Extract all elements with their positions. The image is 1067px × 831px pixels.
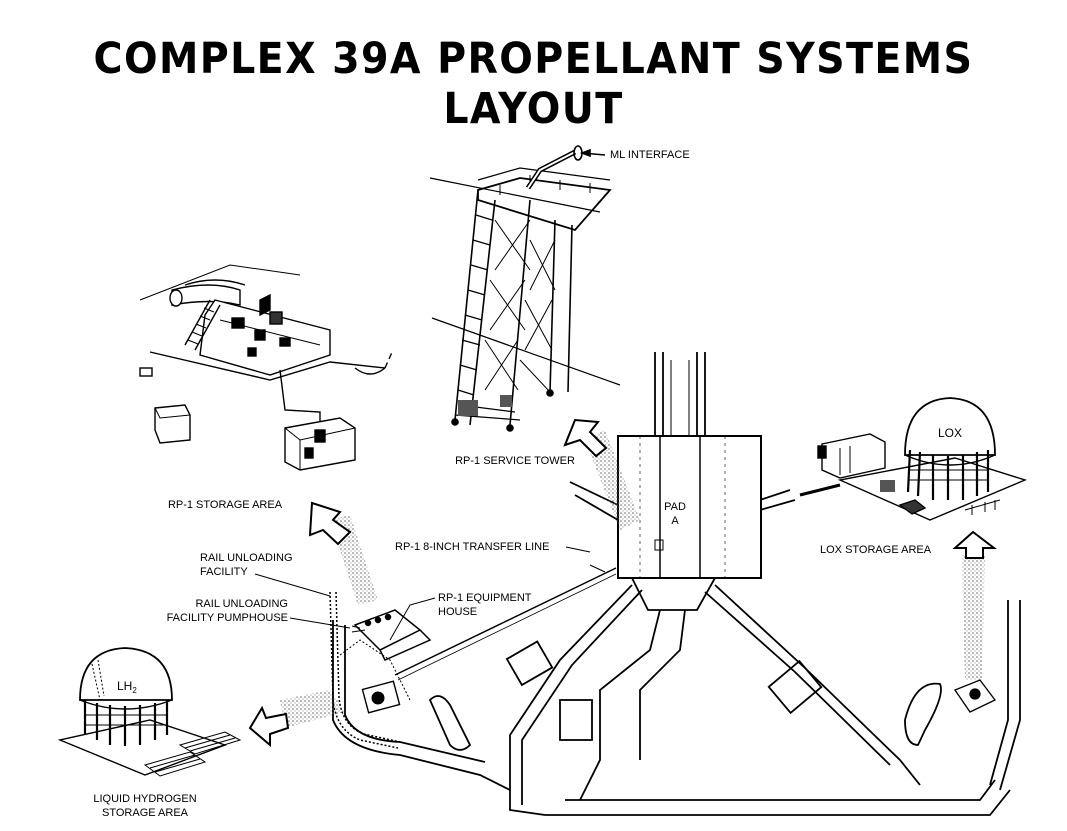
rp1-equipment-house bbox=[351, 609, 432, 661]
service-tower-label: RP-1 SERVICE TOWER bbox=[455, 455, 575, 467]
rp1-storage-area bbox=[139, 264, 394, 471]
beam-lh2 bbox=[280, 690, 345, 728]
equipment-house-line2: HOUSE bbox=[438, 606, 478, 618]
arrow-lox bbox=[952, 530, 997, 559]
rp1-service-tower bbox=[429, 145, 621, 432]
pumphouse-line2: FACILITY PUMPHOUSE bbox=[166, 612, 288, 624]
rail-unloading-line1: RAIL UNLOADING bbox=[200, 552, 293, 564]
equipment-house-line1: RP-1 EQUIPMENT bbox=[438, 592, 532, 604]
arrow-rp1-storage bbox=[308, 501, 352, 546]
rp1-storage-label: RP-1 STORAGE AREA bbox=[167, 499, 283, 511]
rp1-transfer-line bbox=[394, 564, 617, 681]
pumphouse-line1: RAIL UNLOADING bbox=[195, 598, 288, 610]
pad-label-line2: A bbox=[671, 515, 679, 527]
lh2-tank-text: LH bbox=[117, 679, 132, 693]
arrow-lh2 bbox=[248, 705, 290, 748]
pad-a bbox=[617, 435, 762, 579]
rail-unloading-line2: FACILITY bbox=[200, 566, 248, 578]
arrow-service-tower bbox=[563, 418, 608, 458]
page-title: COMPLEX 39A PROPELLANT SYSTEMS LAYOUT bbox=[93, 34, 974, 134]
ml-interface-label: ML INTERFACE bbox=[610, 149, 690, 161]
lox-tank-label: LOX bbox=[938, 426, 962, 440]
lox-storage-area bbox=[817, 397, 1028, 521]
lh2-storage-line2: STORAGE AREA bbox=[102, 807, 188, 819]
beam-lox bbox=[962, 555, 985, 680]
leader-lines bbox=[254, 546, 591, 641]
rail-unloading-label: RAIL UNLOADING FACILITY bbox=[200, 551, 293, 579]
lh2-tank-label: LH2 bbox=[117, 679, 137, 695]
equipment-house-label: RP-1 EQUIPMENT HOUSE bbox=[438, 591, 532, 619]
lh2-storage-line1: LIQUID HYDROGEN bbox=[93, 793, 197, 805]
pad-a-label: PAD A bbox=[655, 500, 695, 528]
pad-label-line1: PAD bbox=[664, 501, 686, 513]
lh2-storage-area bbox=[57, 647, 242, 777]
lh2-tank-subscript: 2 bbox=[132, 686, 137, 695]
lh2-storage-label: LIQUID HYDROGEN STORAGE AREA bbox=[80, 792, 210, 820]
lox-storage-label: LOX STORAGE AREA bbox=[820, 544, 932, 556]
lox-pump-station bbox=[954, 679, 996, 713]
rail-unloading-facility bbox=[329, 591, 411, 749]
transfer-line-label: RP-1 8-INCH TRANSFER LINE bbox=[395, 541, 550, 553]
pumphouse-label: RAIL UNLOADING FACILITY PUMPHOUSE bbox=[148, 597, 288, 625]
